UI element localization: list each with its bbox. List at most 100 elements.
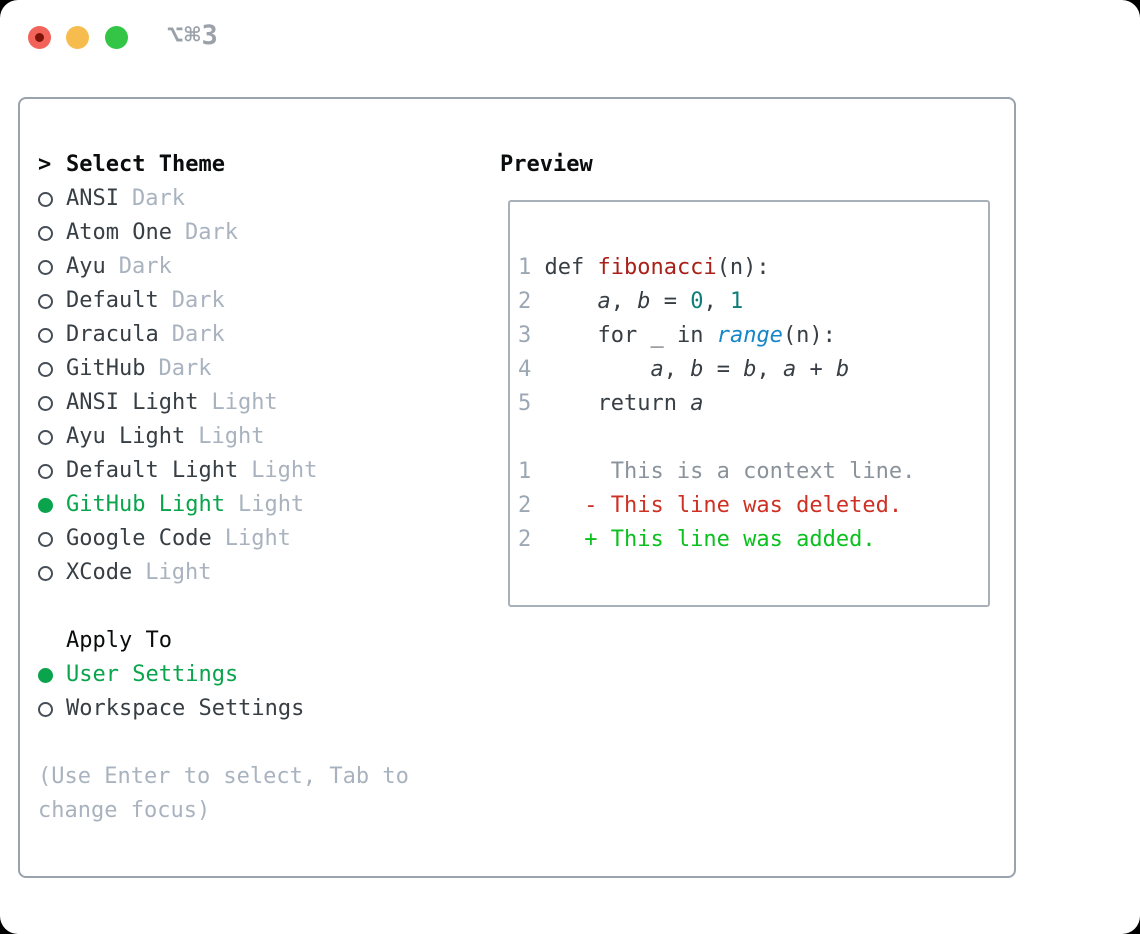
line-number: 5: [518, 391, 532, 416]
code-token: [544, 285, 597, 319]
preview-line: 2 a, b = 0, 1: [518, 285, 988, 319]
line-number: 1: [518, 255, 532, 280]
code-token: in: [676, 323, 717, 348]
code-token: b: [637, 289, 651, 314]
window-title: ⌥⌘3: [167, 20, 219, 51]
code-token: ,: [610, 289, 638, 314]
theme-option-label: Atom One: [66, 220, 172, 245]
preview-line: [518, 557, 988, 591]
radio-circle-icon: [38, 463, 53, 479]
select-theme-header: > Select Theme: [38, 148, 317, 182]
apply-option-workspace-settings[interactable]: Workspace Settings: [38, 692, 304, 726]
code-token: ,: [756, 357, 783, 382]
close-button[interactable]: [28, 26, 51, 49]
code-token: [544, 387, 597, 421]
code-token: ,: [703, 289, 730, 314]
code-token: (n):: [782, 323, 836, 348]
radio-circle-icon: [38, 225, 53, 241]
theme-option-label: ANSI Light: [66, 390, 199, 415]
radio-selected-icon: [38, 497, 53, 513]
code-token: [544, 353, 650, 387]
code-token: b: [743, 357, 757, 382]
radio-circle-icon: [38, 191, 53, 207]
theme-option-atom-one[interactable]: Atom One Dark: [38, 216, 317, 250]
radio-circle-icon: [38, 531, 53, 547]
preview-line: 1 This is a context line.: [518, 455, 988, 489]
theme-variant-badge: Dark: [131, 186, 185, 211]
theme-option-label: Default: [66, 288, 159, 313]
line-number: 2: [518, 493, 532, 518]
close-dot-icon: [35, 33, 44, 42]
radio-circle-icon: [38, 327, 53, 343]
theme-variant-badge: Light: [198, 424, 265, 449]
theme-option-ayu-light[interactable]: Ayu Light Light: [38, 420, 317, 454]
code-token: for: [597, 323, 651, 348]
theme-option-label: ANSI: [66, 186, 119, 211]
theme-variant-badge: Dark: [158, 356, 212, 381]
theme-variant-badge: Light: [145, 560, 212, 585]
maximize-button[interactable]: [105, 26, 128, 49]
preview-line: 2 - This line was deleted.: [518, 489, 988, 523]
code-token: 0: [690, 289, 704, 314]
theme-option-google-code[interactable]: Google Code Light: [38, 522, 317, 556]
code-token: a: [782, 357, 797, 382]
select-theme-title: Select Theme: [66, 152, 225, 177]
line-number: [518, 217, 544, 251]
preview-title: Preview: [500, 152, 593, 177]
minimize-button[interactable]: [66, 26, 89, 49]
theme-option-ansi[interactable]: ANSI Dark: [38, 182, 317, 216]
cursor-indicator: >: [38, 152, 52, 177]
theme-variant-badge: Dark: [171, 322, 225, 347]
code-token: This is a context line.: [544, 459, 916, 484]
radio-circle-icon: [38, 565, 53, 581]
code-token: def: [544, 255, 598, 280]
preview-line: 5 return a: [518, 387, 988, 421]
line-number: 2: [518, 527, 532, 552]
theme-option-label: Ayu Light: [66, 424, 186, 449]
theme-variant-badge: Light: [211, 390, 278, 415]
code-token: a: [690, 391, 704, 416]
code-token: + This line was added.: [544, 527, 876, 552]
code-token: a: [650, 357, 664, 382]
theme-option-label: XCode: [66, 560, 133, 585]
theme-option-default-light[interactable]: Default Light Light: [38, 454, 317, 488]
theme-option-label: Google Code: [66, 526, 212, 551]
preview-header-row: Preview: [500, 148, 593, 182]
radio-circle-icon: [38, 259, 53, 275]
theme-variant-badge: Light: [251, 458, 318, 483]
code-token: [544, 319, 597, 353]
theme-option-label: Default Light: [66, 458, 239, 483]
preview-line: [518, 421, 988, 455]
theme-variant-badge: Light: [224, 526, 291, 551]
code-token: 1: [729, 289, 744, 314]
code-token: range: [716, 323, 783, 348]
theme-option-xcode[interactable]: XCode Light: [38, 556, 317, 590]
line-number: [518, 421, 544, 455]
theme-option-ansi-light[interactable]: ANSI Light Light: [38, 386, 317, 420]
theme-option-label: Dracula: [66, 322, 159, 347]
line-number: 1: [518, 459, 532, 484]
apply-to-title: Apply To: [66, 628, 172, 653]
apply-to-header-row: Apply To: [38, 624, 304, 658]
apply-option-user-settings[interactable]: User Settings: [38, 658, 304, 692]
code-token: b: [835, 357, 850, 382]
apply-option-label: User Settings: [66, 662, 239, 687]
theme-option-dracula[interactable]: Dracula Dark: [38, 318, 317, 352]
code-token: +: [796, 357, 836, 382]
keyboard-hint: (Use Enter to select, Tab to change focu…: [38, 764, 409, 823]
line-number: 2: [518, 289, 532, 314]
code-token: _: [650, 323, 677, 348]
theme-option-label: GitHub Light: [66, 492, 225, 517]
preview-line: 3 for _ in range(n):: [518, 319, 988, 353]
theme-variant-badge: Dark: [184, 220, 238, 245]
